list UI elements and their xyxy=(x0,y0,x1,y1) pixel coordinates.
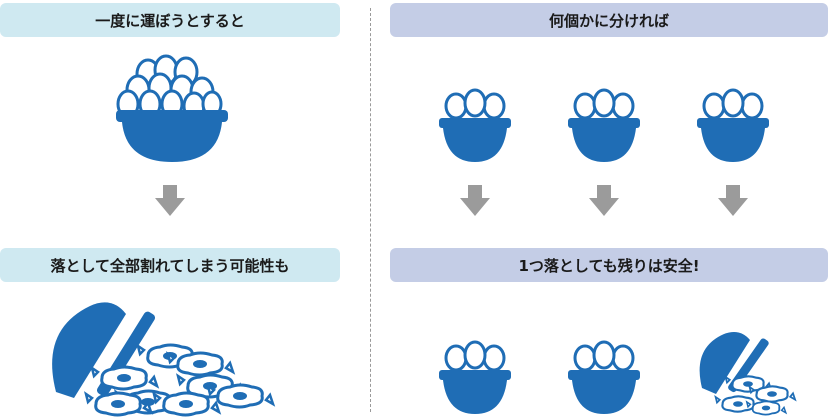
right-arrow-down-icon-1 xyxy=(460,185,490,216)
right-arrow-down-icon-2 xyxy=(589,185,619,216)
right-bottom-label: 1つ落としても残りは安全! xyxy=(518,256,700,275)
right-arrow-down-icon-3 xyxy=(718,185,748,216)
eggs-pile xyxy=(116,54,223,121)
big-egg-basket xyxy=(116,54,228,162)
right-bottom-banner: 1つ落としても残りは安全! xyxy=(390,248,828,282)
column-divider xyxy=(370,8,371,412)
broken-eggs-right xyxy=(714,375,797,416)
safe-basket-2 xyxy=(566,340,642,416)
safe-basket-1 xyxy=(437,340,513,416)
small-basket-3 xyxy=(695,88,771,164)
small-basket-2 xyxy=(566,88,642,164)
right-top-label: 何個かに分ければ xyxy=(548,11,669,30)
left-top-label: 一度に運ぼうとすると xyxy=(95,11,245,30)
left-top-banner: 一度に運ぼうとすると xyxy=(0,3,340,37)
small-basket-1 xyxy=(437,88,513,164)
broken-eggs-left xyxy=(84,343,275,417)
left-bottom-banner: 落として全部割れてしまう可能性も xyxy=(0,248,340,282)
right-top-banner: 何個かに分ければ xyxy=(390,3,828,37)
left-arrow-down-icon xyxy=(155,185,185,216)
left-bottom-label: 落として全部割れてしまう可能性も xyxy=(50,256,290,275)
